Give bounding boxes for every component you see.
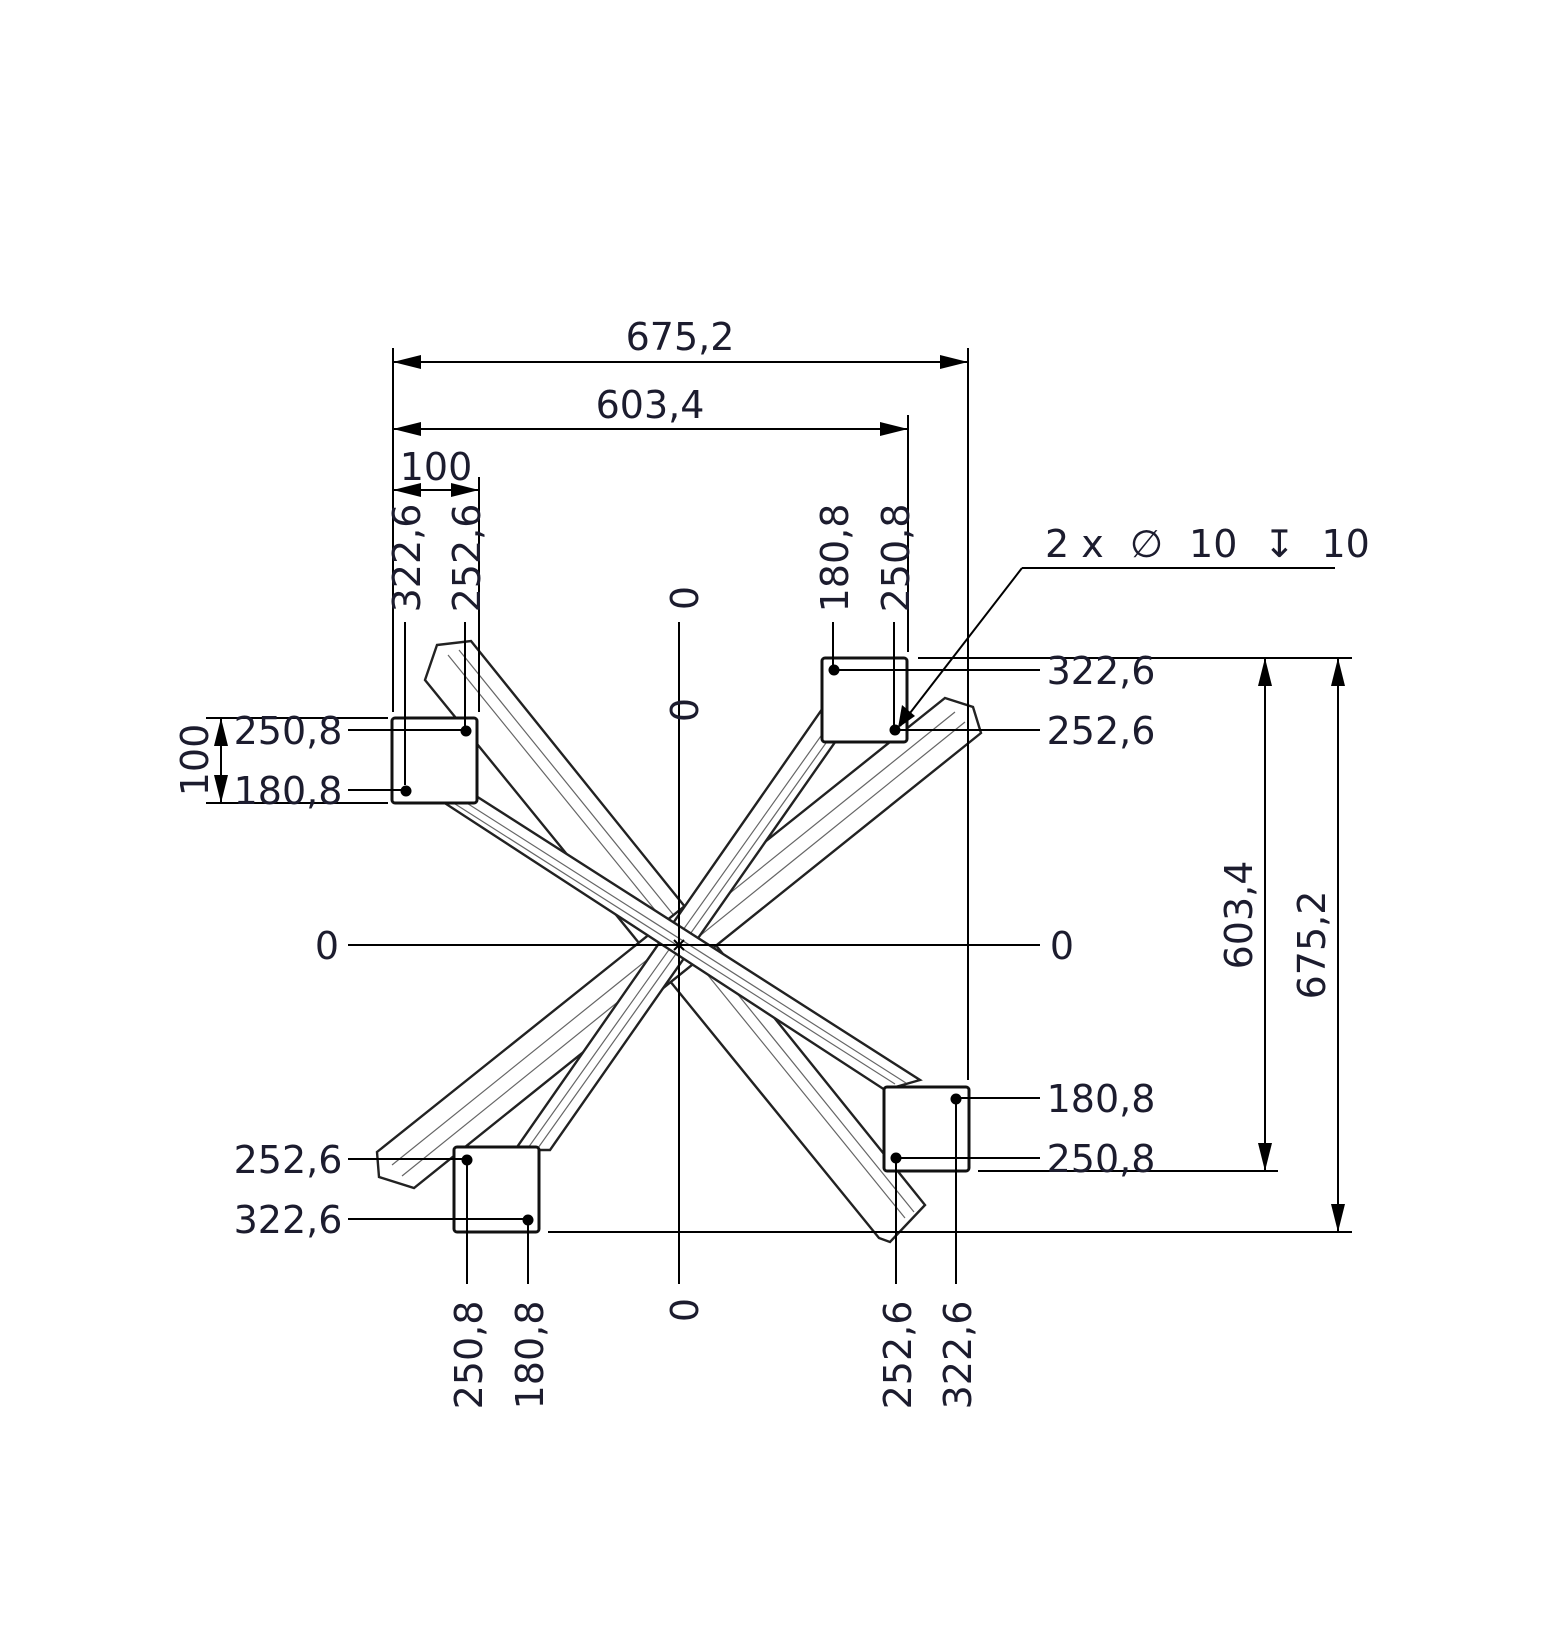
- ordinate-tl-x-a: 322,6: [385, 504, 429, 613]
- ordinate-br-y-b: 250,8: [1047, 1137, 1156, 1181]
- ordinate-br-x-b: 322,6: [936, 1301, 980, 1410]
- right-dimensions: [548, 657, 1352, 1233]
- ordinate-tr-x-a: 180,8: [813, 504, 857, 613]
- depth-symbol-icon: ↧: [1264, 522, 1296, 566]
- plate-bottom-right: [882, 1085, 971, 1173]
- ordinate-bl-y-a: 252,6: [234, 1138, 343, 1182]
- left-plate-dimension: [206, 717, 388, 804]
- hole-bl-1: [461, 1154, 473, 1166]
- axis-zero-left: 0: [315, 924, 339, 968]
- hole-diameter: 10: [1189, 522, 1237, 566]
- ordinate-tl-x-b: 252,6: [445, 504, 489, 613]
- axis-zero-right: 0: [1050, 924, 1074, 968]
- hole-depth: 10: [1321, 522, 1369, 566]
- axis-zero-upper: 0: [663, 698, 707, 722]
- center-lines: [348, 622, 1040, 1284]
- hole-br-2: [890, 1152, 902, 1164]
- beam-d-groove: [451, 799, 907, 1085]
- hole-count: 2 x: [1045, 522, 1104, 566]
- holes: [400, 664, 962, 1226]
- plate-top-left: [390, 716, 479, 805]
- ordinate-bl-x-b: 180,8: [508, 1301, 552, 1410]
- top-dimensions: [392, 348, 969, 1080]
- plate-top-right: [820, 656, 909, 744]
- dim-overall-width: 675,2: [626, 315, 735, 359]
- dim-overall-height: 675,2: [1290, 891, 1334, 1000]
- hole-callout: [898, 567, 1335, 728]
- plate-bottom-left: [452, 1145, 541, 1234]
- hole-tr-1: [828, 664, 840, 676]
- dim-plate-height: 100: [173, 724, 217, 797]
- ordinate-leaders: [348, 622, 1040, 1284]
- ordinate-tl-y-a: 250,8: [234, 709, 343, 753]
- ordinate-bl-y-b: 322,6: [234, 1198, 343, 1242]
- dim-plate-span-width: 603,4: [596, 383, 705, 427]
- hole-tl-1: [460, 725, 472, 737]
- axis-zero-top: 0: [663, 586, 707, 610]
- hole-tr-2: [889, 724, 901, 736]
- ordinate-tr-x-b: 250,8: [874, 504, 918, 613]
- diameter-symbol-icon: ∅: [1130, 522, 1163, 566]
- dim-plate-span-height: 603,4: [1217, 861, 1261, 970]
- hole-note: 2 x ∅ 10 ↧ 10: [1045, 522, 1370, 566]
- ordinate-tr-y-b: 252,6: [1047, 709, 1156, 753]
- hole-tl-2: [400, 785, 412, 797]
- dim-plate-width: 100: [400, 445, 473, 489]
- hole-bl-2: [522, 1214, 534, 1226]
- center-mark: [672, 938, 686, 952]
- axis-zero-bottom: 0: [663, 1298, 707, 1322]
- ordinate-tr-y-a: 322,6: [1047, 649, 1156, 693]
- ordinate-bl-x-a: 250,8: [447, 1301, 491, 1410]
- ordinate-br-x-a: 252,6: [876, 1301, 920, 1410]
- mounting-plates: [390, 656, 971, 1234]
- ordinate-br-y-a: 180,8: [1047, 1077, 1156, 1121]
- hole-br-1: [950, 1093, 962, 1105]
- ordinate-tl-y-b: 180,8: [234, 769, 343, 813]
